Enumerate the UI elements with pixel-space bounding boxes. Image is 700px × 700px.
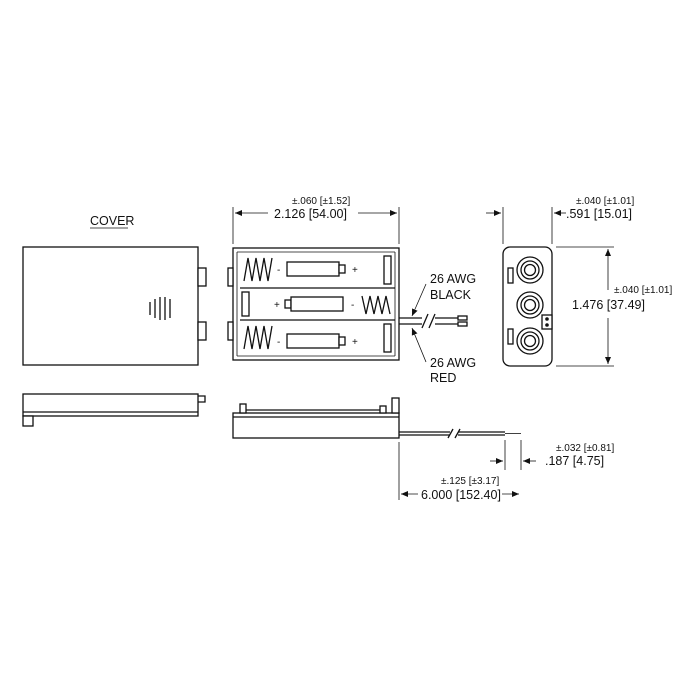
end-terminal-2 — [516, 291, 544, 319]
wire-len-tolerance: ±.125 [±3.17] — [441, 476, 499, 487]
width-value: 2.126 [54.00] — [274, 207, 347, 221]
battery-slot-3: - + — [243, 323, 392, 353]
wire-end-value: .187 [4.75] — [545, 454, 604, 468]
holder-end-view — [502, 246, 553, 367]
wire-len-value: 6.000 [152.40] — [421, 488, 501, 502]
slot-3-plus-label: + — [352, 337, 358, 348]
black-wire-color: BLACK — [430, 288, 472, 302]
cover-top-view — [22, 246, 207, 366]
slot-3-minus-label: - — [277, 337, 280, 348]
end-terminal-3 — [516, 327, 544, 355]
depth-value: .591 [15.01] — [566, 207, 632, 221]
slot-2-plus-label: + — [274, 300, 280, 311]
black-wire-leader — [411, 283, 427, 317]
slot-2-minus-label: - — [351, 300, 354, 311]
holder-side-view — [232, 397, 521, 439]
width-tolerance: ±.060 [±1.52] — [292, 196, 350, 207]
battery-slot-2: + - — [241, 291, 391, 317]
height-tolerance: ±.040 [±1.01] — [614, 285, 672, 296]
slot-1-minus-label: - — [277, 265, 280, 276]
slot-1-plus-label: + — [352, 265, 358, 276]
end-terminal-1 — [516, 256, 544, 284]
depth-tolerance: ±.040 [±1.01] — [576, 196, 634, 207]
cover-vent-slots — [149, 297, 171, 320]
red-wire-gauge: 26 AWG — [430, 356, 476, 370]
red-wire-leader — [411, 327, 427, 363]
height-value: 1.476 [37.49] — [572, 298, 645, 312]
battery-slot-1: - + — [243, 255, 392, 285]
end-wire-exit — [541, 314, 553, 330]
wire-end-tolerance: ±.032 [±0.81] — [556, 443, 614, 454]
cover-label: COVER — [90, 214, 134, 228]
cover-side-view — [22, 393, 206, 427]
holder-top-view: - + + - - + — [227, 247, 400, 361]
red-wire-color: RED — [430, 371, 456, 385]
lead-wires-top — [399, 313, 468, 329]
black-wire-gauge: 26 AWG — [430, 272, 476, 286]
